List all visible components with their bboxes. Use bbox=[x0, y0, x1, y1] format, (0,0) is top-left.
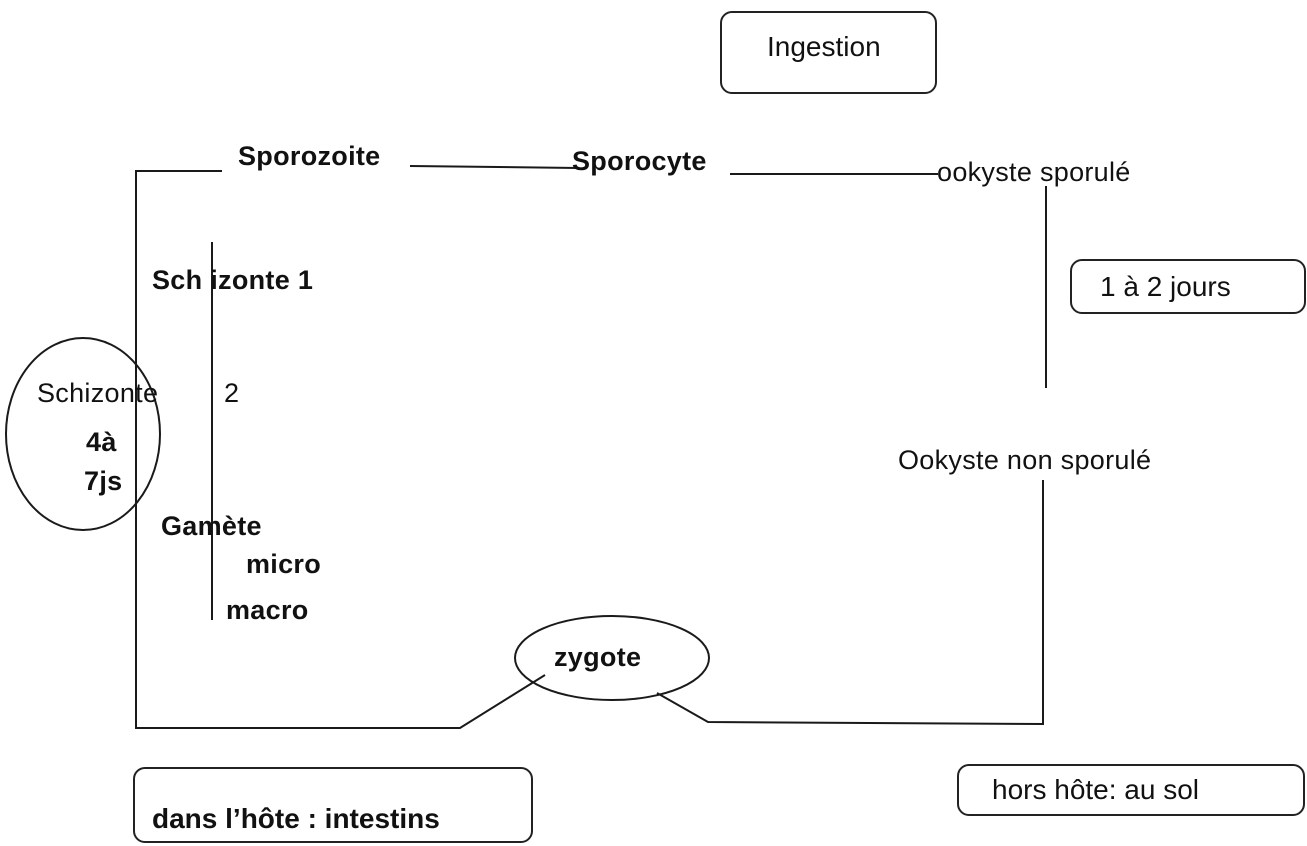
schizont2-label: Schizonte bbox=[37, 378, 159, 408]
in-host-box: dans l’hôte : intestins bbox=[133, 767, 533, 843]
zygote-circle bbox=[514, 615, 710, 701]
duration-outside-box: 1 à 2 jours bbox=[1070, 259, 1306, 314]
in-host-label: dans l’hôte : intestins bbox=[152, 803, 440, 834]
schizont2-number: 2 bbox=[224, 378, 240, 408]
host-duration-line2: 7js bbox=[84, 466, 123, 496]
gamete-label: Gamète bbox=[161, 511, 262, 541]
macro-gamete-label: macro bbox=[226, 595, 309, 625]
duration-outside-label: 1 à 2 jours bbox=[1100, 271, 1231, 302]
left-cycle-line bbox=[135, 170, 546, 729]
host-duration-line1: 4à bbox=[86, 427, 117, 457]
ingestion-label: Ingestion bbox=[767, 31, 881, 62]
top-line-sporozoite-sporocyte bbox=[409, 165, 579, 169]
sporozoite-label: Sporozoite bbox=[238, 141, 381, 171]
outside-host-label: hors hôte: au sol bbox=[992, 774, 1200, 805]
micro-gamete-label: micro bbox=[246, 549, 322, 579]
sporocyte-label: Sporocyte bbox=[572, 146, 707, 176]
schizont1-label: Sch izonte 1 bbox=[152, 265, 314, 295]
ingestion-box: Ingestion bbox=[720, 11, 937, 94]
outside-host-box: hors hôte: au sol bbox=[957, 764, 1305, 816]
sporulated-oocyst-label: ookyste sporulé bbox=[937, 157, 1131, 187]
host-duration-circle bbox=[5, 337, 161, 531]
right-lower-line bbox=[656, 480, 1044, 726]
unsporulated-oocyst-label: Ookyste non sporulé bbox=[898, 445, 1152, 475]
zygote-label: zygote bbox=[554, 642, 642, 672]
